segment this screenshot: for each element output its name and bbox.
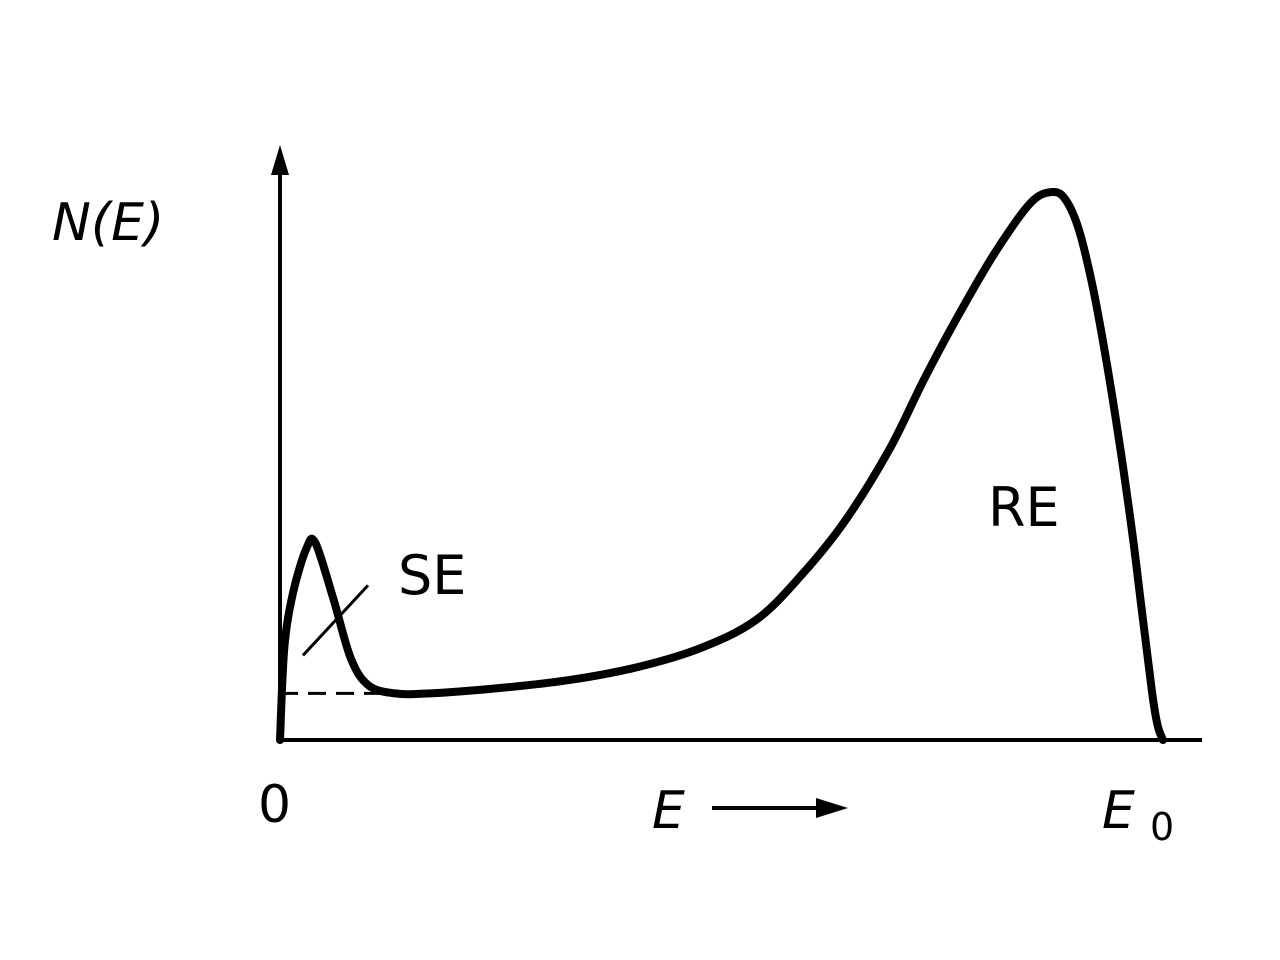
se-leader-line — [301, 584, 370, 657]
x-tick-e0-subscript: 0 — [1150, 805, 1174, 849]
y-axis-arrowhead — [271, 145, 289, 175]
x-label-arrow-icon — [816, 798, 848, 818]
x-tick-zero: 0 — [258, 775, 291, 835]
y-axis-label: N(E) — [52, 193, 164, 253]
x-axis-label-text: E — [652, 781, 685, 841]
annotation-re: RE — [988, 476, 1060, 539]
energy-distribution-curve — [276, 187, 1167, 744]
x-axis-label: E — [652, 781, 848, 841]
x-tick-e0: E 0 — [1102, 781, 1174, 849]
x-tick-e0-main: E — [1102, 781, 1135, 841]
annotation-se: SE — [398, 544, 466, 607]
